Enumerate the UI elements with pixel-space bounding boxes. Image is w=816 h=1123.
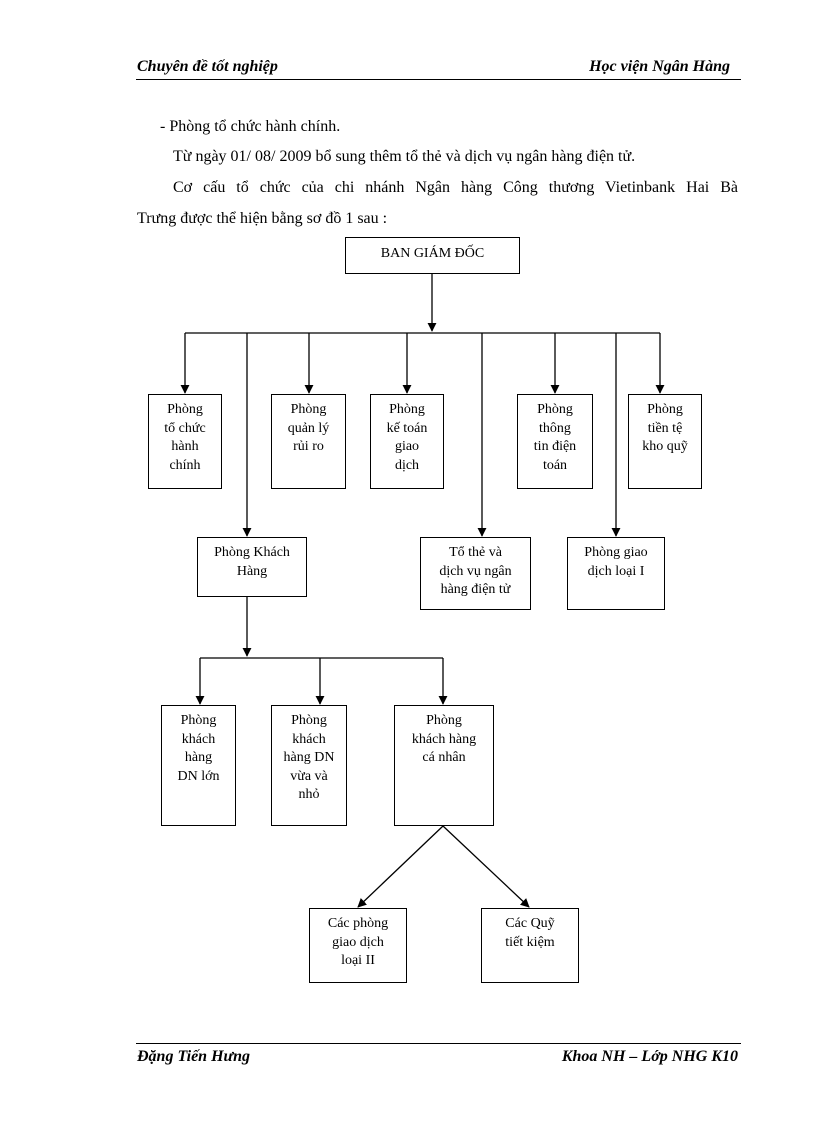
org-box-accounting-transactions: Phòng kế toán giao dịch bbox=[370, 394, 444, 489]
org-box-treasury: Phòng tiền tệ kho quỹ bbox=[628, 394, 702, 489]
org-box-savings-funds: Các Quỹ tiết kiệm bbox=[481, 908, 579, 983]
footer-divider bbox=[136, 1043, 741, 1044]
org-box-customer-department: Phòng Khách Hàng bbox=[197, 537, 307, 597]
body-line-3: Cơ cấu tổ chức của chi nhánh Ngân hàng C… bbox=[173, 179, 738, 196]
org-box-risk-management: Phòng quản lý rủi ro bbox=[271, 394, 346, 489]
body-line-4: Trưng được thể hiện bằng sơ đồ 1 sau : bbox=[137, 210, 388, 227]
header-left-title: Chuyên đề tốt nghiệp bbox=[137, 58, 278, 75]
org-box-board-of-directors: BAN GIÁM ĐỐC bbox=[345, 237, 520, 274]
org-box-transaction-office-type1: Phòng giao dịch loại I bbox=[567, 537, 665, 610]
org-box-card-ebanking-team: Tổ thẻ và dịch vụ ngân hàng điện tử bbox=[420, 537, 531, 610]
org-box-it-department: Phòng thông tin điện toán bbox=[517, 394, 593, 489]
org-box-individual-customers: Phòng khách hàng cá nhân bbox=[394, 705, 494, 826]
header-right-title: Học viện Ngân Hàng bbox=[589, 58, 730, 75]
footer-author: Đặng Tiến Hưng bbox=[137, 1048, 251, 1065]
org-box-sme-customers: Phòng khách hàng DN vừa và nhỏ bbox=[271, 705, 347, 826]
header-divider bbox=[136, 79, 741, 80]
footer-class: Khoa NH – Lớp NHG K10 bbox=[561, 1048, 738, 1065]
org-box-large-enterprise-customers: Phòng khách hàng DN lớn bbox=[161, 705, 236, 826]
body-line-2: Từ ngày 01/ 08/ 2009 bổ sung thêm tổ thẻ… bbox=[173, 148, 636, 165]
org-box-transaction-offices-type2: Các phòng giao dịch loại II bbox=[309, 908, 407, 983]
body-line-1: - Phòng tổ chức hành chính. bbox=[160, 118, 341, 135]
org-box-admin-department: Phòng tổ chức hành chính bbox=[148, 394, 222, 489]
